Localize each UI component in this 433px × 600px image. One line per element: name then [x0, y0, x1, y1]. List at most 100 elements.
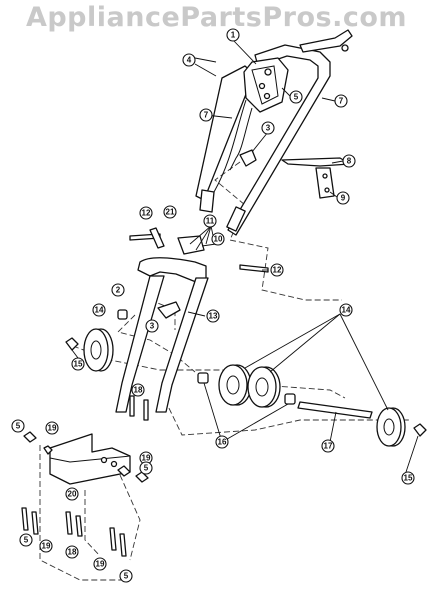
lower-handle [115, 235, 209, 413]
svg-text:7: 7 [204, 111, 209, 120]
bolt-bottom-2 [31, 511, 39, 535]
callout-3-lower: 3 [145, 319, 159, 333]
callout-21: 21 [163, 205, 177, 219]
svg-text:17: 17 [324, 442, 333, 451]
bail-link [315, 167, 335, 199]
spacer-inner [197, 372, 209, 384]
callout-18-upper: 18 [131, 383, 145, 397]
bolt-bottom-3 [65, 511, 73, 535]
bolt-bottom-4 [75, 515, 83, 537]
svg-text:5: 5 [144, 464, 149, 473]
callout-5-bottom-right: 5 [119, 569, 133, 583]
svg-text:14: 14 [95, 306, 104, 315]
svg-text:7: 7 [339, 97, 344, 106]
callout-11: 11 [203, 214, 217, 228]
svg-text:15: 15 [404, 474, 413, 483]
callout-12-left: 12 [139, 206, 153, 220]
svg-text:8: 8 [347, 157, 352, 166]
cable-clip-upper [239, 149, 257, 167]
svg-text:10: 10 [214, 235, 223, 244]
mounting-bracket [49, 433, 131, 485]
callout-8: 8 [342, 154, 356, 168]
svg-text:15: 15 [74, 360, 83, 369]
callout-14-left: 14 [92, 303, 106, 317]
svg-text:3: 3 [150, 322, 155, 331]
svg-text:5: 5 [24, 536, 29, 545]
svg-text:12: 12 [142, 209, 151, 218]
cable-2 [229, 107, 253, 171]
nut-4 [135, 471, 149, 483]
cable [213, 99, 247, 193]
callout-5-bottom-left: 5 [19, 533, 33, 547]
svg-text:19: 19 [48, 424, 57, 433]
bail-bracket [281, 157, 351, 167]
wheel-center-1 [218, 364, 252, 406]
callout-13: 13 [206, 309, 220, 323]
callout-1: 1 [226, 28, 240, 42]
callout-2: 2 [111, 283, 125, 297]
callout-19-bottom-left: 19 [39, 539, 53, 553]
callout-19-left: 19 [45, 421, 59, 435]
leader-lines [71, 39, 419, 473]
svg-text:19: 19 [142, 454, 151, 463]
lever-pivot [341, 44, 349, 52]
callout-19-bottom-right: 19 [93, 557, 107, 571]
svg-text:5: 5 [124, 572, 129, 581]
svg-text:3: 3 [266, 124, 271, 133]
svg-text:19: 19 [96, 560, 105, 569]
wheel-center-2 [247, 366, 281, 408]
wheel-nut-left [65, 337, 79, 351]
callout-7-right: 7 [334, 94, 348, 108]
svg-text:9: 9 [341, 194, 346, 203]
bolt-18a [129, 395, 135, 417]
control-lever [299, 29, 353, 53]
nut-2 [23, 431, 37, 443]
svg-text:12: 12 [273, 266, 282, 275]
pin [149, 227, 165, 249]
axle [297, 401, 373, 419]
callout-15-left: 15 [71, 357, 85, 371]
wheel-right [376, 407, 406, 447]
assembly-guide-lines [39, 161, 410, 581]
callout-14-right: 14 [339, 303, 353, 317]
svg-text:16: 16 [218, 438, 227, 447]
nut-1 [43, 445, 53, 455]
spacer-outer [284, 393, 296, 405]
svg-text:20: 20 [68, 490, 77, 499]
svg-text:18: 18 [68, 548, 77, 557]
bolt-18b [143, 399, 149, 421]
bolt-bottom-6 [119, 533, 127, 557]
spacer [117, 309, 128, 320]
knob [157, 301, 181, 319]
svg-text:18: 18 [134, 386, 143, 395]
callout-18-bottom: 18 [65, 545, 79, 559]
svg-text:2: 2 [116, 286, 121, 295]
callout-16: 16 [215, 435, 229, 449]
bolt-bottom-1 [21, 507, 29, 531]
control-housing [243, 57, 289, 113]
svg-text:13: 13 [209, 312, 218, 321]
svg-text:11: 11 [206, 217, 215, 226]
callout-5-left: 5 [11, 419, 25, 433]
bolt-bottom-5 [109, 527, 117, 551]
callout-10: 10 [211, 232, 225, 246]
upper-handle [195, 44, 331, 236]
callout-17: 17 [321, 439, 335, 453]
svg-text:14: 14 [342, 306, 351, 315]
callout-3-upper: 3 [261, 121, 275, 135]
callout-4: 4 [182, 53, 196, 67]
svg-text:5: 5 [294, 93, 299, 102]
callout-20: 20 [65, 487, 79, 501]
wheel-left [83, 328, 114, 372]
svg-text:5: 5 [16, 422, 21, 431]
callout-9: 9 [336, 191, 350, 205]
svg-text:4: 4 [187, 56, 192, 65]
svg-text:21: 21 [166, 208, 175, 217]
callout-5-right: 5 [139, 461, 153, 475]
callout-5-top: 5 [289, 90, 303, 104]
svg-text:19: 19 [42, 542, 51, 551]
bolt-right [239, 264, 269, 273]
callout-12-right: 12 [270, 263, 284, 277]
